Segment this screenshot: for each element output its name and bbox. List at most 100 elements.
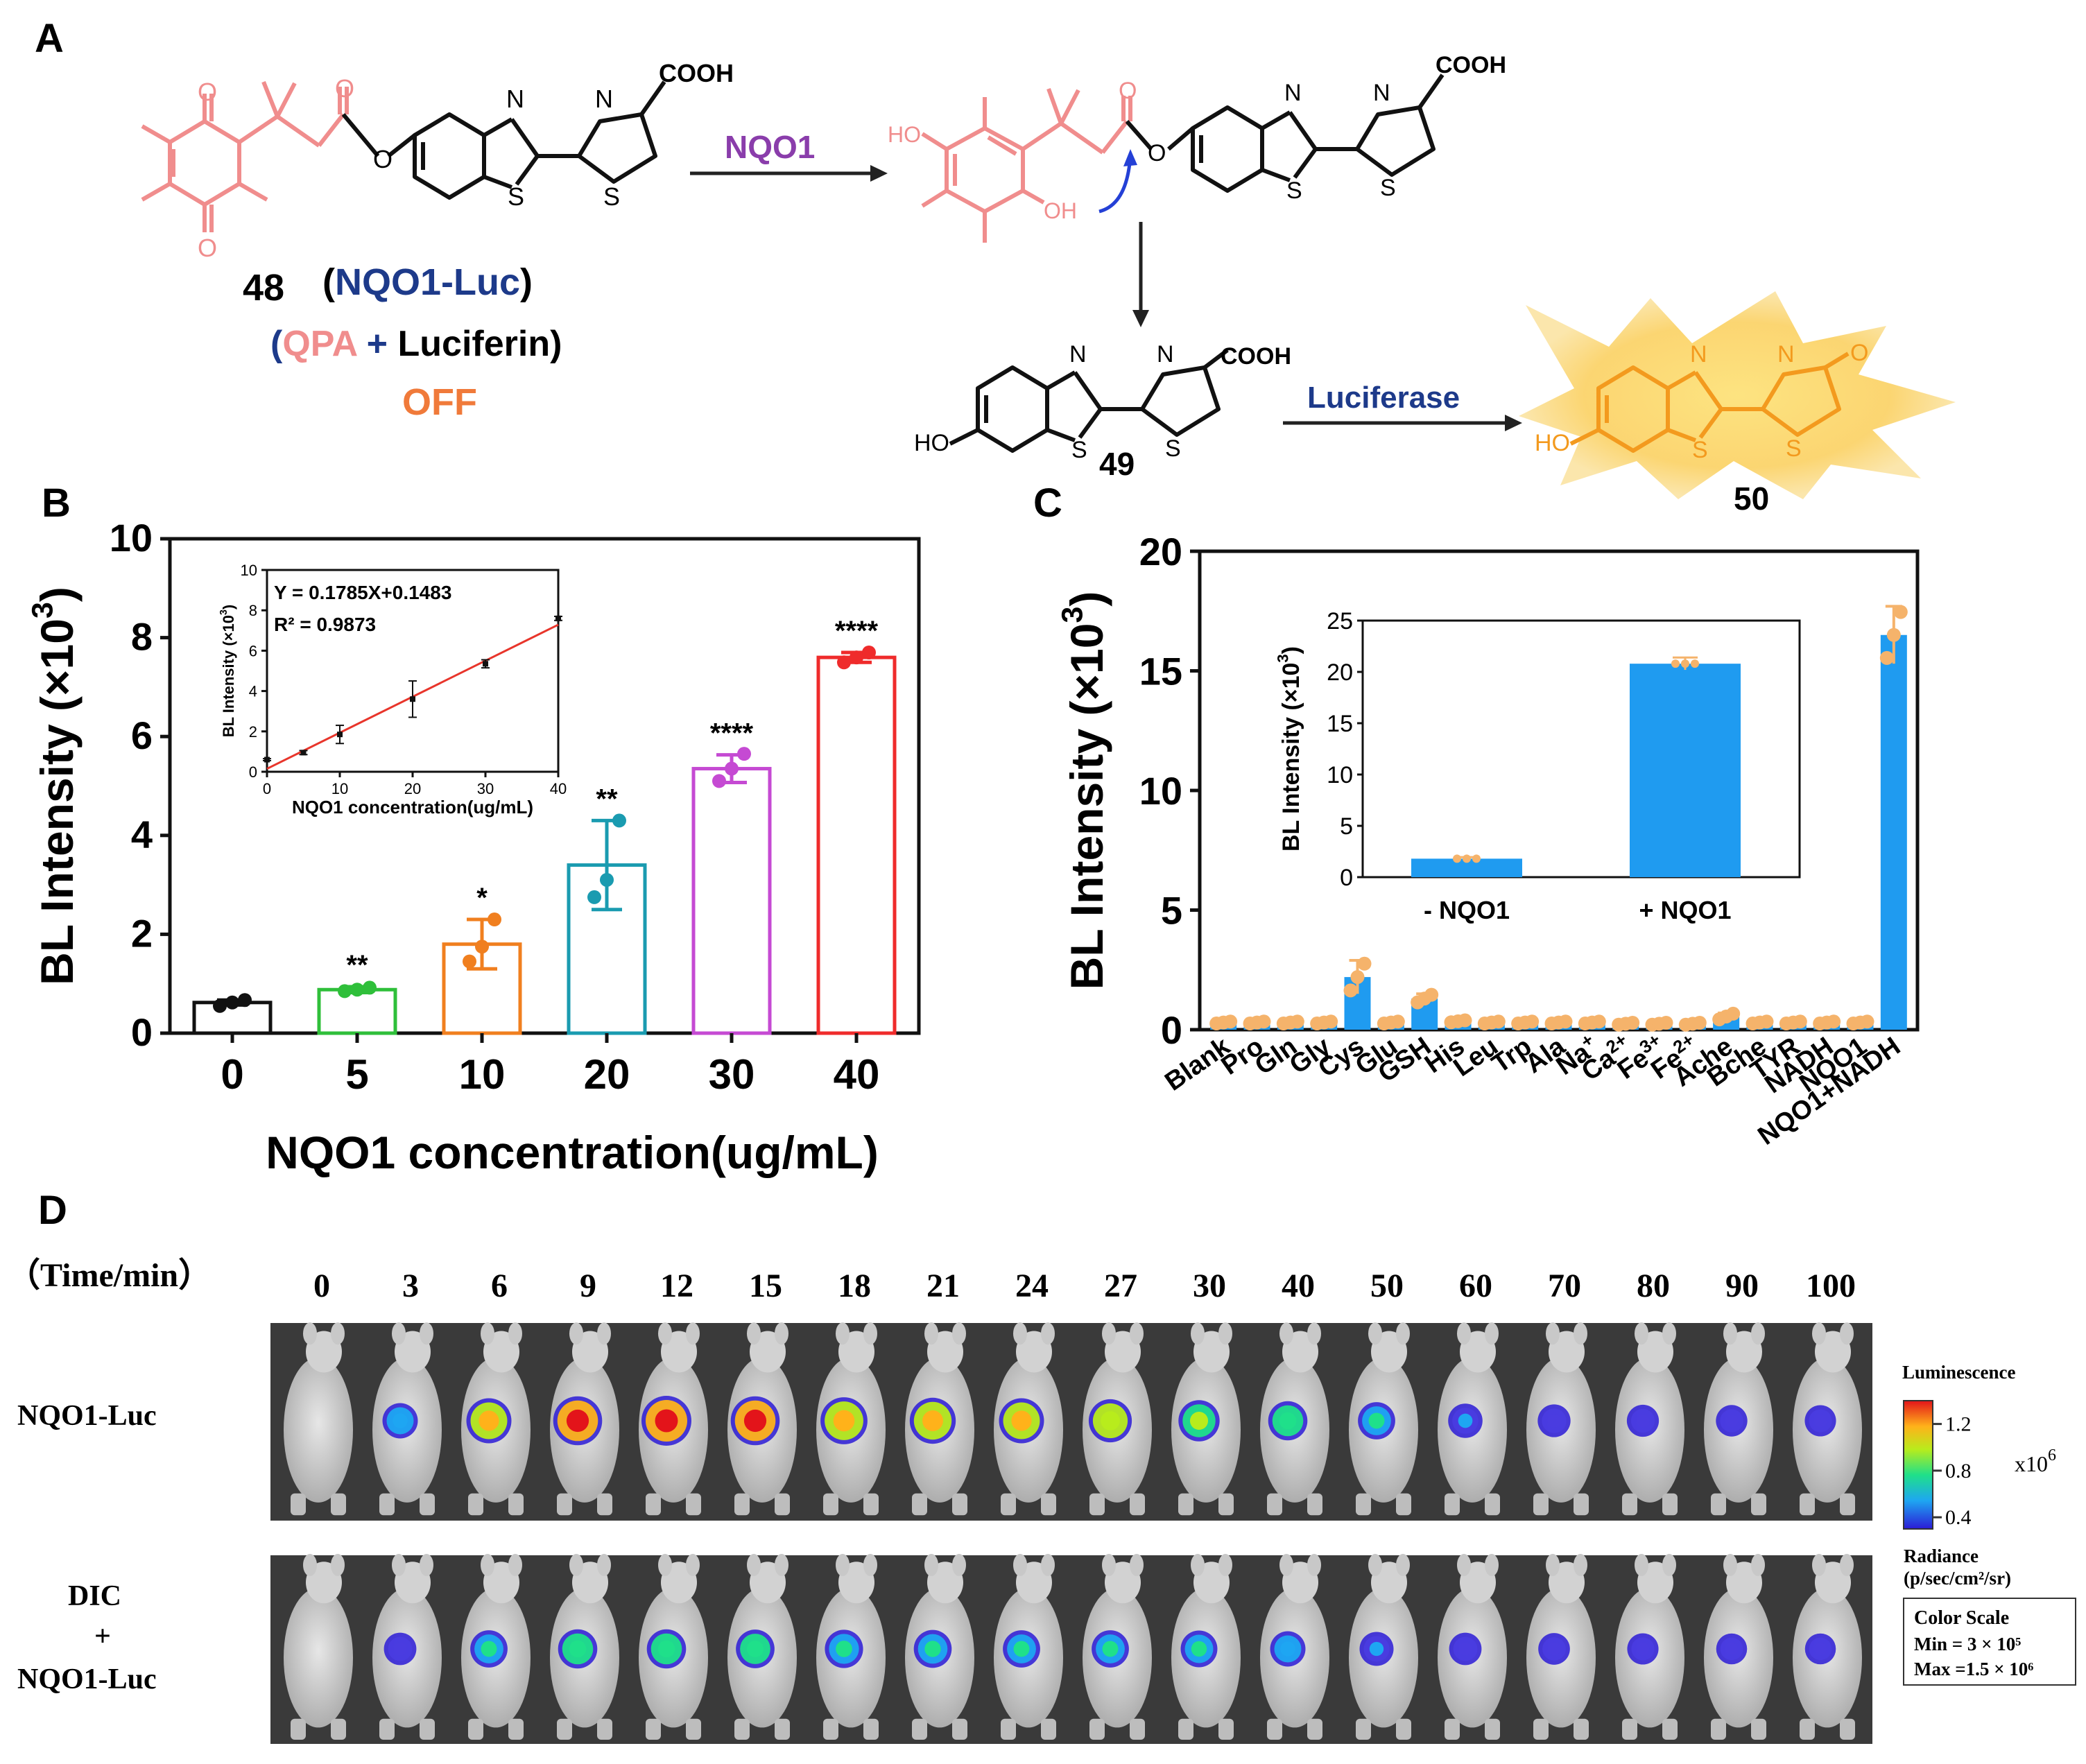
atom-label: S [1165,435,1181,462]
mouse-body [284,1357,353,1503]
data-point [725,761,739,776]
y-tick-label: 0 [131,1010,153,1054]
signal-core [743,1409,767,1433]
time-label: 6 [491,1268,508,1304]
time-label: 50 [1370,1268,1404,1304]
data-point [1860,1014,1874,1029]
data-point [837,655,851,670]
atom-label: COOH [1221,343,1291,370]
data-point [475,940,489,954]
mouse-leg [420,1718,435,1740]
mouse [550,1554,619,1740]
mouse [905,1554,974,1740]
mouse-leg [1445,1493,1460,1516]
data-point [1886,628,1901,642]
time-label: 90 [1725,1268,1759,1304]
row-label-plus: + [94,1620,111,1652]
mouse-leg [1267,1493,1282,1516]
time-axis-label: （Time/min） [7,1257,212,1294]
ylabel-text: BL Intensity (×10 [1278,663,1304,851]
signal-core [1458,1642,1472,1656]
reaction-arrow-3-head [1505,415,1522,431]
mouse-ear [420,1322,433,1345]
inset-y-axis-label: BL Intensity (×103) [1275,646,1304,851]
significance-mark: ** [346,950,368,980]
mouse-ear [481,1554,494,1577]
atom-label: HO [888,122,921,147]
mouse-leg [508,1493,524,1516]
mouse-leg [1396,1493,1411,1516]
inset-y-tick-label: 8 [249,602,257,619]
colorbar-unit: x106 [2015,1446,2056,1476]
radiance-unit: (p/sec/cm²/sr) [1904,1568,2011,1589]
mouse-ear [836,1554,850,1577]
inset-y-tick-label: 25 [1327,608,1353,634]
mouse [1793,1554,1862,1740]
mouse [816,1554,886,1740]
signal-core [1013,1641,1030,1657]
x-tick-label: 30 [709,1051,755,1098]
y-tick-label: 5 [1161,889,1182,933]
inset-y-tick-label: 4 [249,683,257,700]
inset-x-axis-label: NQO1 concentration(ug/mL) [292,797,533,818]
mouse-leg [420,1493,435,1516]
ylabel-exponent: 3 [218,609,230,615]
probe-parts: (QPA + Luciferin) [270,324,562,364]
mouse-leg [1662,1718,1678,1740]
signal-core [1101,1411,1120,1430]
signal-core [1368,1412,1385,1429]
signal-core [655,1409,678,1433]
x-tick-label: 10 [459,1051,506,1098]
mouse-ear [569,1554,583,1577]
mouse-leg [379,1718,395,1740]
mouse-ear [1130,1322,1144,1345]
mouse-leg [1840,1493,1855,1516]
probe-name: (NQO1-Luc) [322,261,533,303]
signal-core [1547,1642,1561,1656]
inset-point [483,661,488,667]
signal-core [1725,1643,1738,1655]
mouse-leg [1711,1493,1726,1516]
color-scale-title: Color Scale [1914,1607,2009,1629]
significance-mark: * [476,883,488,913]
colorbar-tick-label: 0.4 [1945,1506,1972,1529]
mouse-leg [1445,1718,1460,1740]
mouse-leg [1089,1718,1105,1740]
bar [816,655,897,1035]
parts-luciferin: Luciferin) [398,324,562,364]
row-label-nqo1-luc: NQO1-Luc [17,1400,157,1432]
signal-core [1102,1641,1119,1657]
reaction-arrow-1-head [870,165,888,182]
data-point [350,983,364,997]
mouse [1083,1554,1152,1740]
panel-a-scheme: A [35,16,1956,517]
probe-paren: ( [322,261,335,303]
y-tick-label: 20 [1139,530,1182,573]
colorbar-tick-label: 0.8 [1945,1460,1972,1482]
mouse-leg [734,1718,750,1740]
data-point [1726,1006,1741,1021]
data-point [1257,1014,1271,1029]
mouse-leg [1485,1718,1500,1740]
mouse [1260,1554,1329,1740]
mouse-leg [775,1718,790,1740]
signal-core [1636,1414,1650,1428]
significance-mark: **** [835,616,879,646]
mouse-leg [291,1718,306,1740]
mouse-ear [1751,1554,1765,1577]
data-point [1458,1013,1472,1028]
inset-y-tick-label: 2 [249,723,257,741]
time-label: 12 [660,1268,693,1304]
mouse-ear [1812,1554,1826,1577]
mouse-ear [686,1554,700,1577]
mouse-leg [379,1493,395,1516]
atom-label: N [506,85,524,113]
time-label: 3 [402,1268,419,1304]
data-point [1324,1014,1338,1029]
mouse-leg [734,1493,750,1516]
parts-plus: + [356,324,397,364]
data-point [1626,1015,1640,1030]
mouse-leg [1178,1718,1193,1740]
